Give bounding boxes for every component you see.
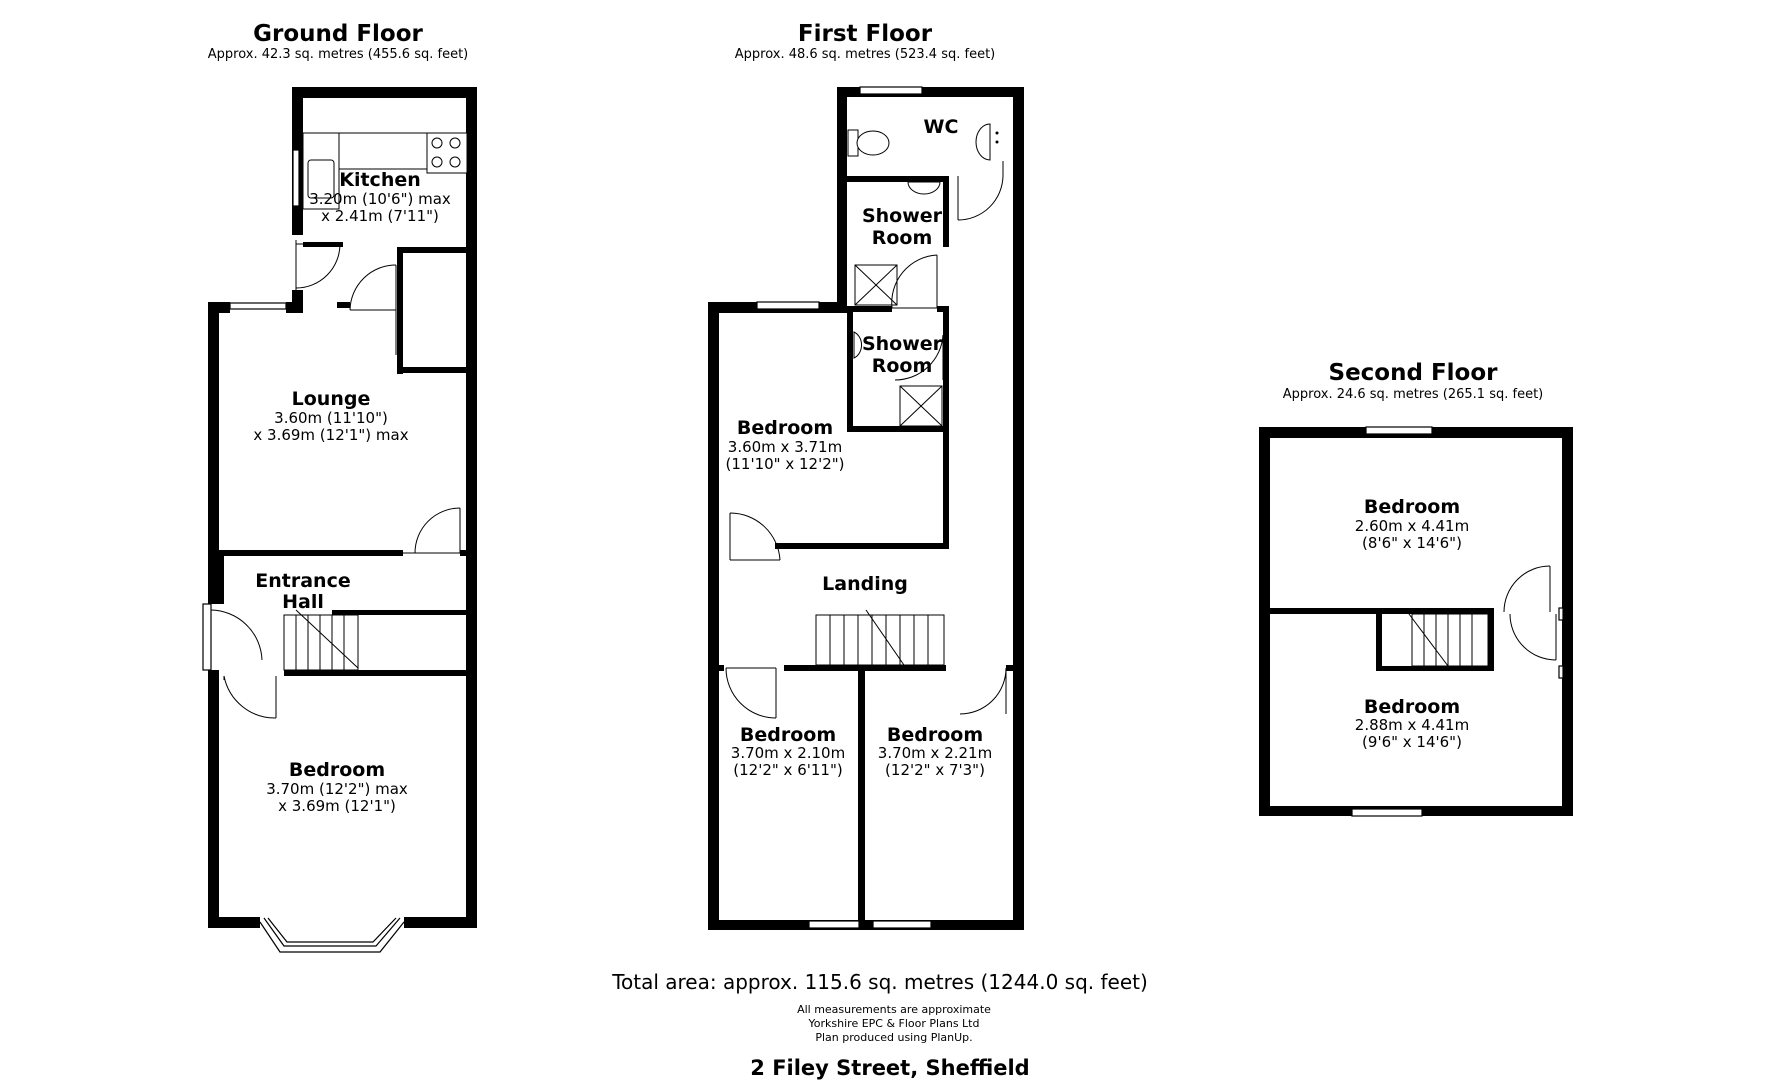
first-bedroom-window: [756, 301, 820, 310]
first-bedroom-name: Bedroom: [737, 417, 833, 439]
shower-room-2-label: Shower Room: [862, 333, 943, 377]
bedroom-left-dim-1: 3.70m x 2.10m: [731, 744, 845, 762]
wc-fixtures: [847, 123, 999, 161]
wc-door: [957, 161, 1004, 221]
ground-bedroom-label: Bedroom 3.70m (12'2") max x 3.69m (12'1"…: [266, 759, 408, 815]
first-bedroom-dim-1: 3.60m x 3.71m: [728, 438, 842, 456]
note-software: Plan produced using PlanUp.: [815, 1031, 972, 1044]
first-bedroom-label: Bedroom 3.60m x 3.71m (11'10" x 12'2"): [726, 417, 845, 473]
ground-floor-title: Ground Floor: [253, 21, 423, 47]
shower-2-name-1: Shower: [862, 333, 943, 355]
second-bedroom-top-door: [1503, 565, 1551, 613]
back-door: [295, 240, 341, 290]
wc-window: [859, 86, 923, 95]
note-company: Yorkshire EPC & Floor Plans Ltd: [808, 1017, 980, 1030]
second-bedroom-bottom-window: [1351, 808, 1423, 817]
ground-floor-stairs: [283, 609, 359, 671]
ground-bedroom-dim-2: x 3.69m (12'1"): [278, 797, 396, 815]
total-area: Total area: approx. 115.6 sq. metres (12…: [611, 970, 1148, 994]
shower-room-1-fixtures: [854, 181, 941, 306]
first-floor-area: Approx. 48.6 sq. metres (523.4 sq. feet): [735, 47, 996, 62]
kitchen-dim-2: x 2.41m (7'11"): [321, 207, 439, 225]
second-bedroom-bottom-name: Bedroom: [1364, 696, 1460, 718]
shower-room-1-door: [891, 254, 938, 309]
lounge-dim-1: 3.60m (11'10"): [274, 409, 388, 427]
hall-lounge-door: [403, 507, 461, 554]
second-bedroom-top-dim-2: (8'6" x 14'6"): [1362, 534, 1462, 552]
lounge-door: [349, 264, 397, 355]
wc-name: WC: [924, 116, 959, 138]
footer: Total area: approx. 115.6 sq. metres (12…: [611, 970, 1148, 1080]
first-bedroom-door: [729, 512, 781, 561]
lounge-window: [229, 302, 287, 310]
bedroom-right-name: Bedroom: [887, 724, 983, 746]
bedroom-left-label: Bedroom 3.70m x 2.10m (12'2" x 6'11"): [731, 724, 845, 779]
first-floor-walls: [708, 87, 1024, 930]
shower-room-2-door: [894, 334, 944, 381]
second-bedroom-bottom-dim-2: (9'6" x 14'6"): [1362, 733, 1462, 751]
shower-1-name-1: Shower: [862, 205, 943, 227]
hall-name-2: Hall: [282, 591, 324, 613]
bay-window: [259, 917, 405, 953]
hall-name-1: Entrance: [255, 570, 350, 592]
second-floor-area: Approx. 24.6 sq. metres (265.1 sq. feet): [1283, 387, 1544, 402]
lounge-dim-2: x 3.69m (12'1") max: [253, 426, 408, 444]
kitchen-label: Kitchen 3.20m (10'6") max x 2.41m (7'11"…: [309, 169, 451, 225]
bedroom-left-window: [808, 920, 860, 929]
shower-room-2-fixtures: [853, 331, 943, 427]
kitchen-fixtures: [302, 132, 468, 210]
second-floor-title: Second Floor: [1329, 360, 1499, 386]
shower-room-1-label: Shower Room: [862, 205, 943, 249]
second-bedroom-top-label: Bedroom 2.60m x 4.41m (8'6" x 14'6"): [1355, 496, 1469, 552]
second-bedroom-top-name: Bedroom: [1364, 496, 1460, 518]
second-floor-plan: Second Floor Approx. 24.6 sq. metres (26…: [1259, 360, 1573, 817]
bedroom-left-door: [725, 667, 777, 719]
first-floor-title: First Floor: [798, 21, 933, 47]
ground-floor-area: Approx. 42.3 sq. metres (455.6 sq. feet): [208, 47, 469, 62]
first-floor-stairs: [815, 609, 945, 669]
landing-name: Landing: [822, 573, 908, 595]
ground-bedroom-dim-1: 3.70m (12'2") max: [266, 780, 408, 798]
front-door: [202, 603, 263, 671]
bedroom-right-dim-1: 3.70m x 2.21m: [878, 744, 992, 762]
second-bedroom-bottom-dim-1: 2.88m x 4.41m: [1355, 716, 1469, 734]
bedroom-left-dim-2: (12'2" x 6'11"): [733, 761, 842, 779]
first-bedroom-dim-2: (11'10" x 12'2"): [726, 455, 845, 473]
kitchen-name: Kitchen: [339, 169, 421, 191]
first-floor-plan: First Floor Approx. 48.6 sq. metres (523…: [708, 21, 1024, 930]
ground-floor-plan: Ground Floor Approx. 42.3 sq. metres (45…: [202, 21, 477, 953]
second-bedroom-bottom-label: Bedroom 2.88m x 4.41m (9'6" x 14'6"): [1355, 696, 1469, 751]
bedroom-right-window: [872, 920, 932, 929]
entrance-hall-label: Entrance Hall: [255, 570, 350, 613]
bedroom-right-dim-2: (12'2" x 7'3"): [885, 761, 985, 779]
second-bedroom-bottom-door: [1509, 607, 1564, 679]
bedroom-left-name: Bedroom: [740, 724, 836, 746]
property-address: 2 Filey Street, Sheffield: [750, 1056, 1029, 1080]
ground-bedroom-name: Bedroom: [289, 759, 385, 781]
second-floor-stairs: [1405, 609, 1489, 667]
bedroom-right-door: [959, 667, 1007, 715]
second-bedroom-top-window: [1365, 426, 1433, 435]
kitchen-dim-1: 3.20m (10'6") max: [309, 190, 451, 208]
bedroom-right-label: Bedroom 3.70m x 2.21m (12'2" x 7'3"): [878, 724, 992, 779]
lounge-label: Lounge 3.60m (11'10") x 3.69m (12'1") ma…: [253, 388, 408, 444]
second-bedroom-top-dim-1: 2.60m x 4.41m: [1355, 517, 1469, 535]
shower-2-name-2: Room: [872, 355, 933, 377]
ground-bedroom-door: [223, 675, 277, 719]
note-measurements: All measurements are approximate: [797, 1003, 991, 1016]
shower-1-name-2: Room: [872, 227, 933, 249]
lounge-name: Lounge: [292, 388, 371, 410]
kitchen-window: [292, 149, 300, 207]
